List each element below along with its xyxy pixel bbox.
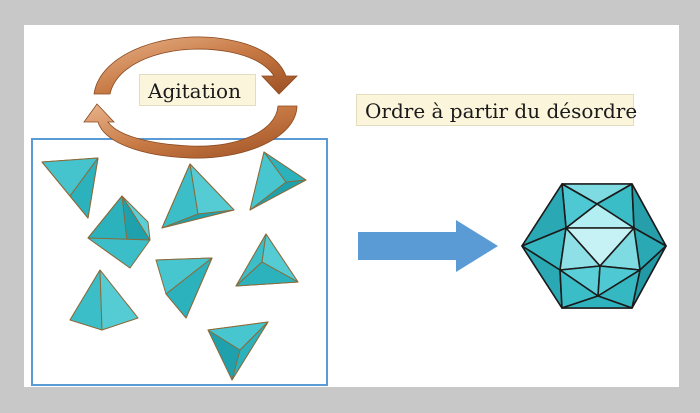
tetrahedron xyxy=(69,269,139,331)
agitation-label: Agitation xyxy=(139,74,256,106)
transformation-arrow xyxy=(358,220,498,272)
tetrahedron xyxy=(41,157,99,219)
icosahedron xyxy=(521,183,667,309)
cycle-arrow-bottom xyxy=(83,103,298,159)
container-box xyxy=(31,138,328,386)
tetrahedron xyxy=(207,321,269,381)
tetrahedron xyxy=(155,257,213,319)
tetrahedron xyxy=(87,195,151,269)
cycle-arrow-top xyxy=(93,36,298,95)
order-from-disorder-label: Ordre à partir du désordre xyxy=(356,94,637,126)
tetrahedron xyxy=(249,151,307,211)
agitation-cycle-arrows xyxy=(83,36,298,159)
tetrahedron xyxy=(161,163,235,229)
tetrahedra-group xyxy=(41,151,307,381)
tetrahedron xyxy=(235,233,299,287)
